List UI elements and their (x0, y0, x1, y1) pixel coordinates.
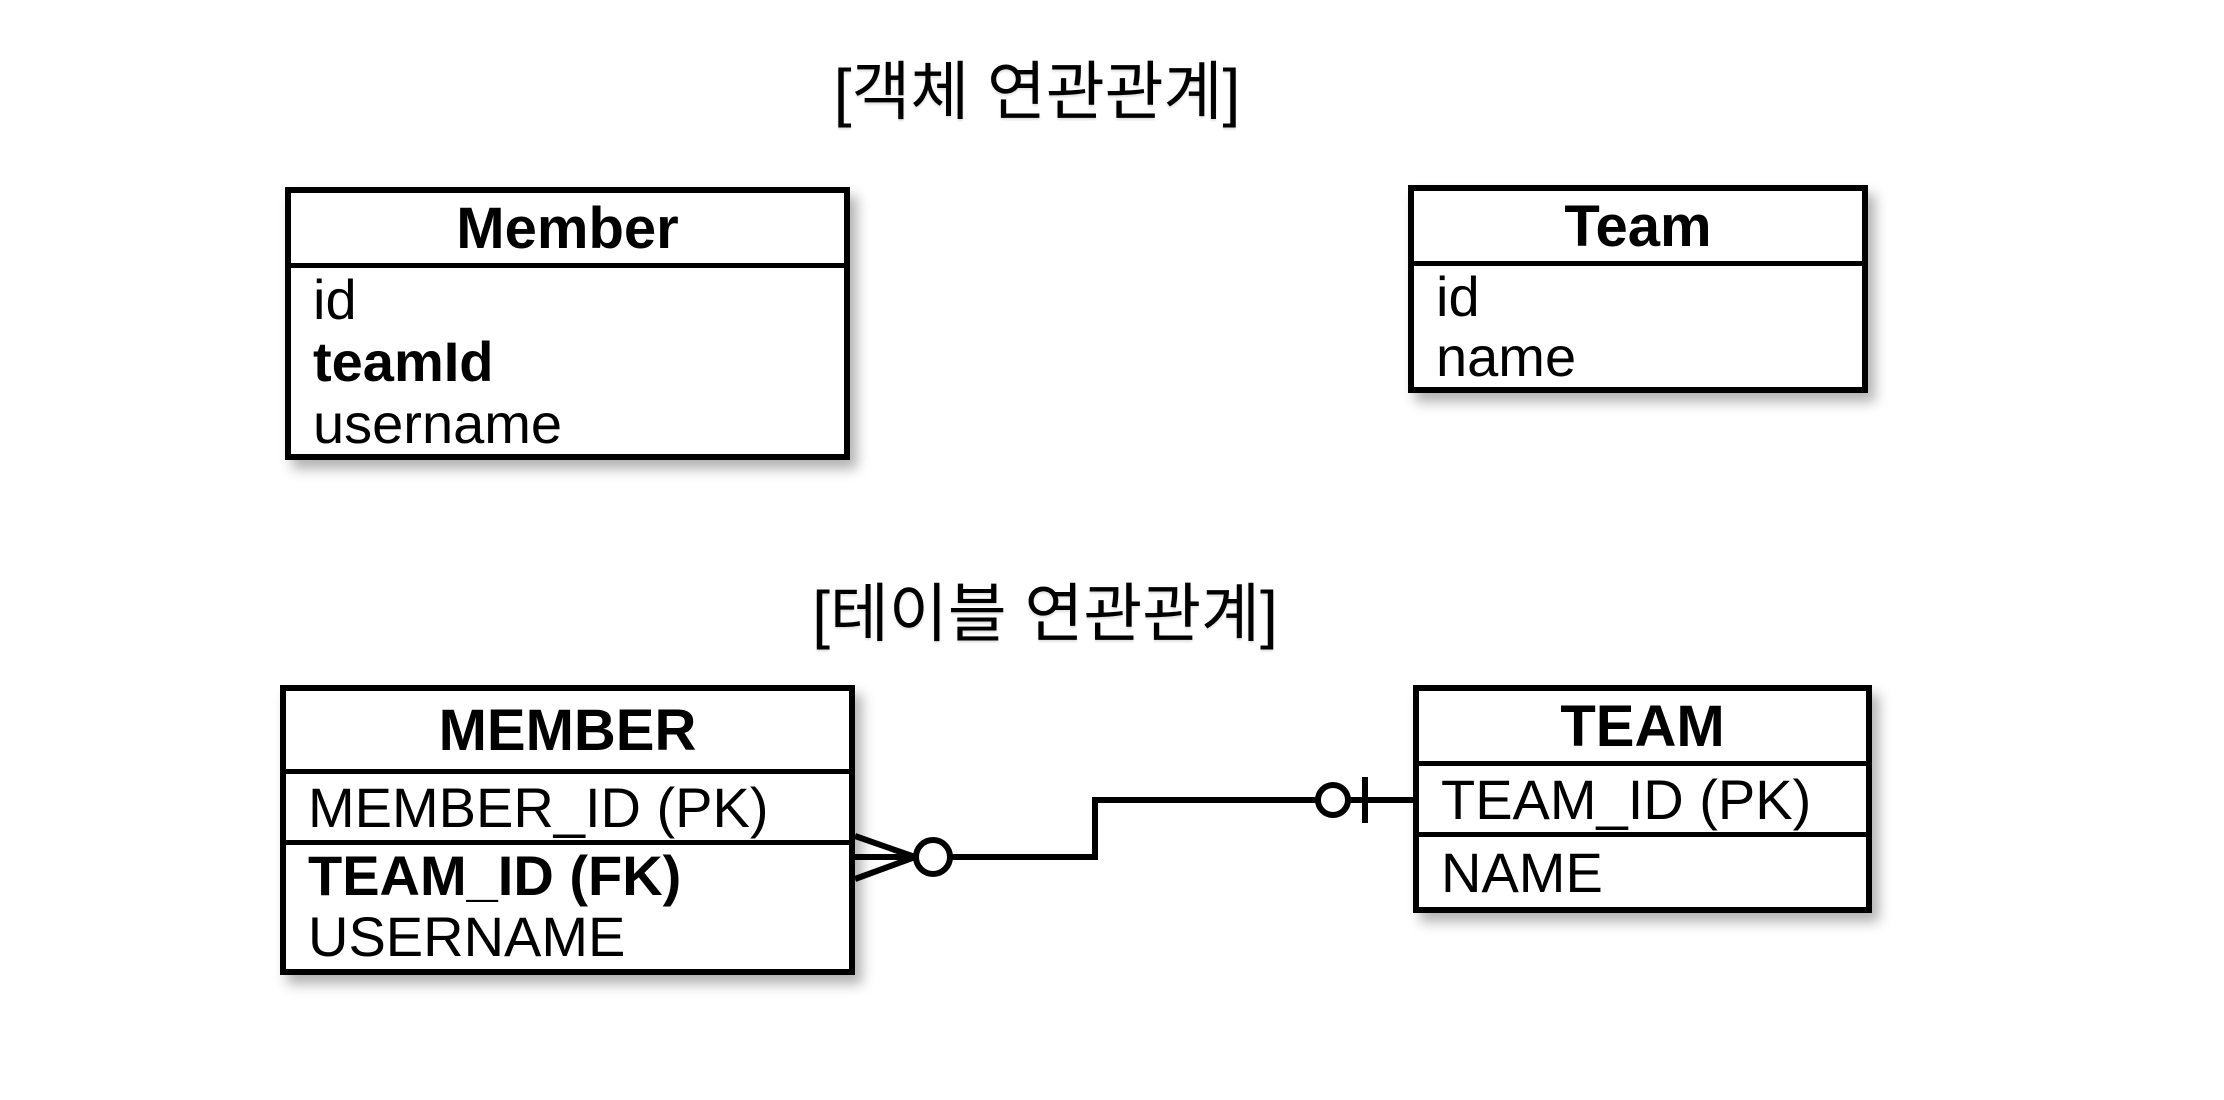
team-table-body-compartment: NAME (1419, 832, 1866, 907)
field-id: id (1436, 264, 1480, 328)
object-relation-title: [객체 연관관계] (833, 56, 1241, 128)
ring-icon-team-end (1315, 782, 1351, 818)
member-object-fields: id teamId username (291, 263, 844, 455)
member-table-pk-compartment: MEMBER_ID (PK) (286, 769, 849, 840)
field-team-id-fk: TEAM_ID (FK) (308, 844, 682, 907)
member-object-name: Member (456, 195, 679, 261)
team-object-name: Team (1564, 193, 1712, 259)
crow-foot-many-icon (853, 833, 917, 882)
field-username: username (313, 391, 563, 455)
field-name: name (1436, 324, 1577, 388)
field-id: id (313, 267, 357, 331)
table-relation-title: [테이블 연관관계] (812, 578, 1278, 650)
team-table-box: TEAM TEAM_ID (PK) NAME (1413, 685, 1872, 913)
team-table-pk-compartment: TEAM_ID (PK) (1419, 761, 1866, 832)
member-table-box: MEMBER MEMBER_ID (PK) TEAM_ID (FK) USERN… (280, 685, 855, 975)
field-member-id-pk: MEMBER_ID (PK) (308, 775, 769, 839)
team-object-box: Team id name (1408, 185, 1868, 393)
member-table-name: MEMBER (438, 697, 697, 763)
field-name: NAME (1441, 840, 1603, 904)
field-team-id-pk: TEAM_ID (PK) (1441, 767, 1812, 831)
team-object-fields: id name (1414, 261, 1862, 388)
member-object-box: Member id teamId username (285, 187, 850, 460)
team-table-name: TEAM (1560, 693, 1725, 759)
ring-icon-member-end (913, 837, 953, 877)
field-teamid: teamId (313, 329, 494, 393)
member-table-body-compartment: TEAM_ID (FK) USERNAME (286, 840, 849, 968)
connector-path (915, 797, 1413, 860)
field-username: USERNAME (308, 905, 626, 968)
